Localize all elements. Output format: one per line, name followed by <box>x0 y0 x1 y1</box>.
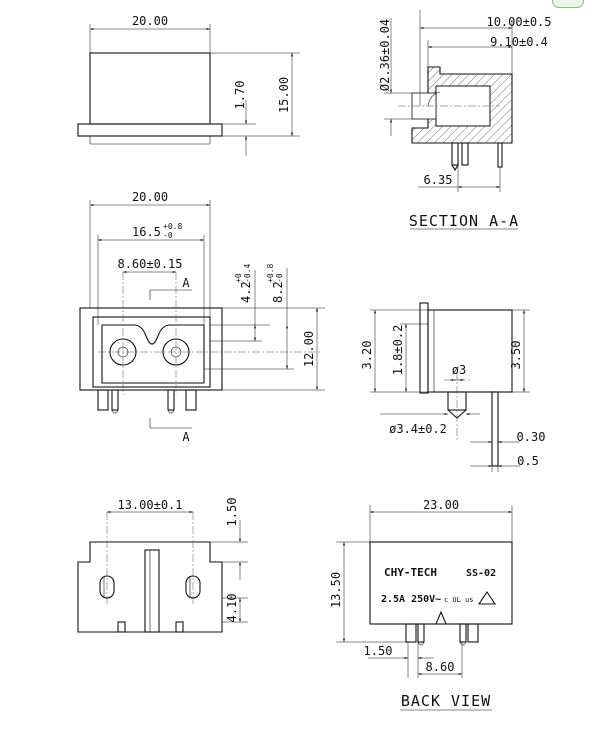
dim-side-05: 0.5 <box>517 454 539 468</box>
dim-top-flange: 1.70 <box>233 81 247 110</box>
dim-side-350: 3.50 <box>509 341 523 370</box>
dim-front-slot-tol-up: +0.8 <box>163 222 182 231</box>
dim-side-phi34: ø3.4±0.2 <box>389 422 447 436</box>
dim-top-height: 15.00 <box>277 77 291 113</box>
dim-front-pitch: 8.60±0.15 <box>117 257 182 271</box>
dim-back-height: 13.50 <box>329 572 343 608</box>
dim-bottom-150: 1.50 <box>225 498 239 527</box>
dim-back-width: 23.00 <box>423 498 459 512</box>
dim-sec-len: 10.00±0.5 <box>486 15 551 29</box>
dim-back-pitch: 8.60 <box>426 660 455 674</box>
dim-front-b-tol-dn: -0 <box>275 273 284 283</box>
dim-top-width: 20.00 <box>132 14 168 28</box>
dim-side-320: 3.20 <box>360 341 374 370</box>
dim-side-phi3: ø3 <box>452 363 466 377</box>
corner-badge <box>552 0 584 8</box>
dim-front-a-tol-dn: -0.4 <box>243 264 252 283</box>
front-view: A A 20.00 16.5 +0.8 -0 8.60±0.15 4.2 +0 … <box>79 190 325 444</box>
section-mark-top: A <box>182 276 190 290</box>
back-view: CHY-TECH SS-02 2.5A 250V~ c UL us 23.00 … <box>329 498 513 711</box>
dim-sec-pin: 6.35 <box>424 173 453 187</box>
section-view: 10.00±0.5 9.10±0.4 Ø2.36±0.04 6.35 SECTI… <box>378 10 552 230</box>
triangle-mark-icon <box>477 591 497 605</box>
dim-front-width: 20.00 <box>132 190 168 204</box>
dim-front-a: 4.2 <box>239 281 253 303</box>
top-view: 20.00 1.70 15.00 <box>77 14 300 156</box>
model-label: SS-02 <box>466 568 496 579</box>
dim-sec-depth: 9.10±0.4 <box>490 35 548 49</box>
dim-front-slot: 16.5 <box>132 225 161 239</box>
rating-label: 2.5A 250V~ <box>381 594 441 605</box>
bottom-view: 13.00±0.1 1.50 4.10 <box>77 498 248 633</box>
cert-label: c UL us <box>444 596 474 604</box>
dim-side-030: 0.30 <box>517 430 546 444</box>
dim-front-a-tol-up: +0 <box>234 273 243 283</box>
dim-front-height: 12.00 <box>302 331 316 367</box>
dim-sec-dia: Ø2.36±0.04 <box>378 19 392 91</box>
dim-front-slot-tol-dn: -0 <box>163 231 173 240</box>
side-view: 3.20 1.8±0.2 ø3 3.50 ø3.4±0.2 0.30 0.5 <box>360 302 546 472</box>
back-title: BACK VIEW <box>401 692 491 710</box>
dim-front-b-tol-up: +0.8 <box>266 264 275 283</box>
dim-front-b: 8.2 <box>271 281 285 303</box>
brand-label: CHY-TECH <box>384 566 437 579</box>
section-title: SECTION A-A <box>409 212 519 230</box>
dim-side-18: 1.8±0.2 <box>391 325 405 376</box>
dim-bottom-410: 4.10 <box>225 594 239 623</box>
dim-back-150: 1.50 <box>364 644 393 658</box>
dim-bottom-pitch: 13.00±0.1 <box>117 498 182 512</box>
section-mark-bottom: A <box>182 430 190 444</box>
